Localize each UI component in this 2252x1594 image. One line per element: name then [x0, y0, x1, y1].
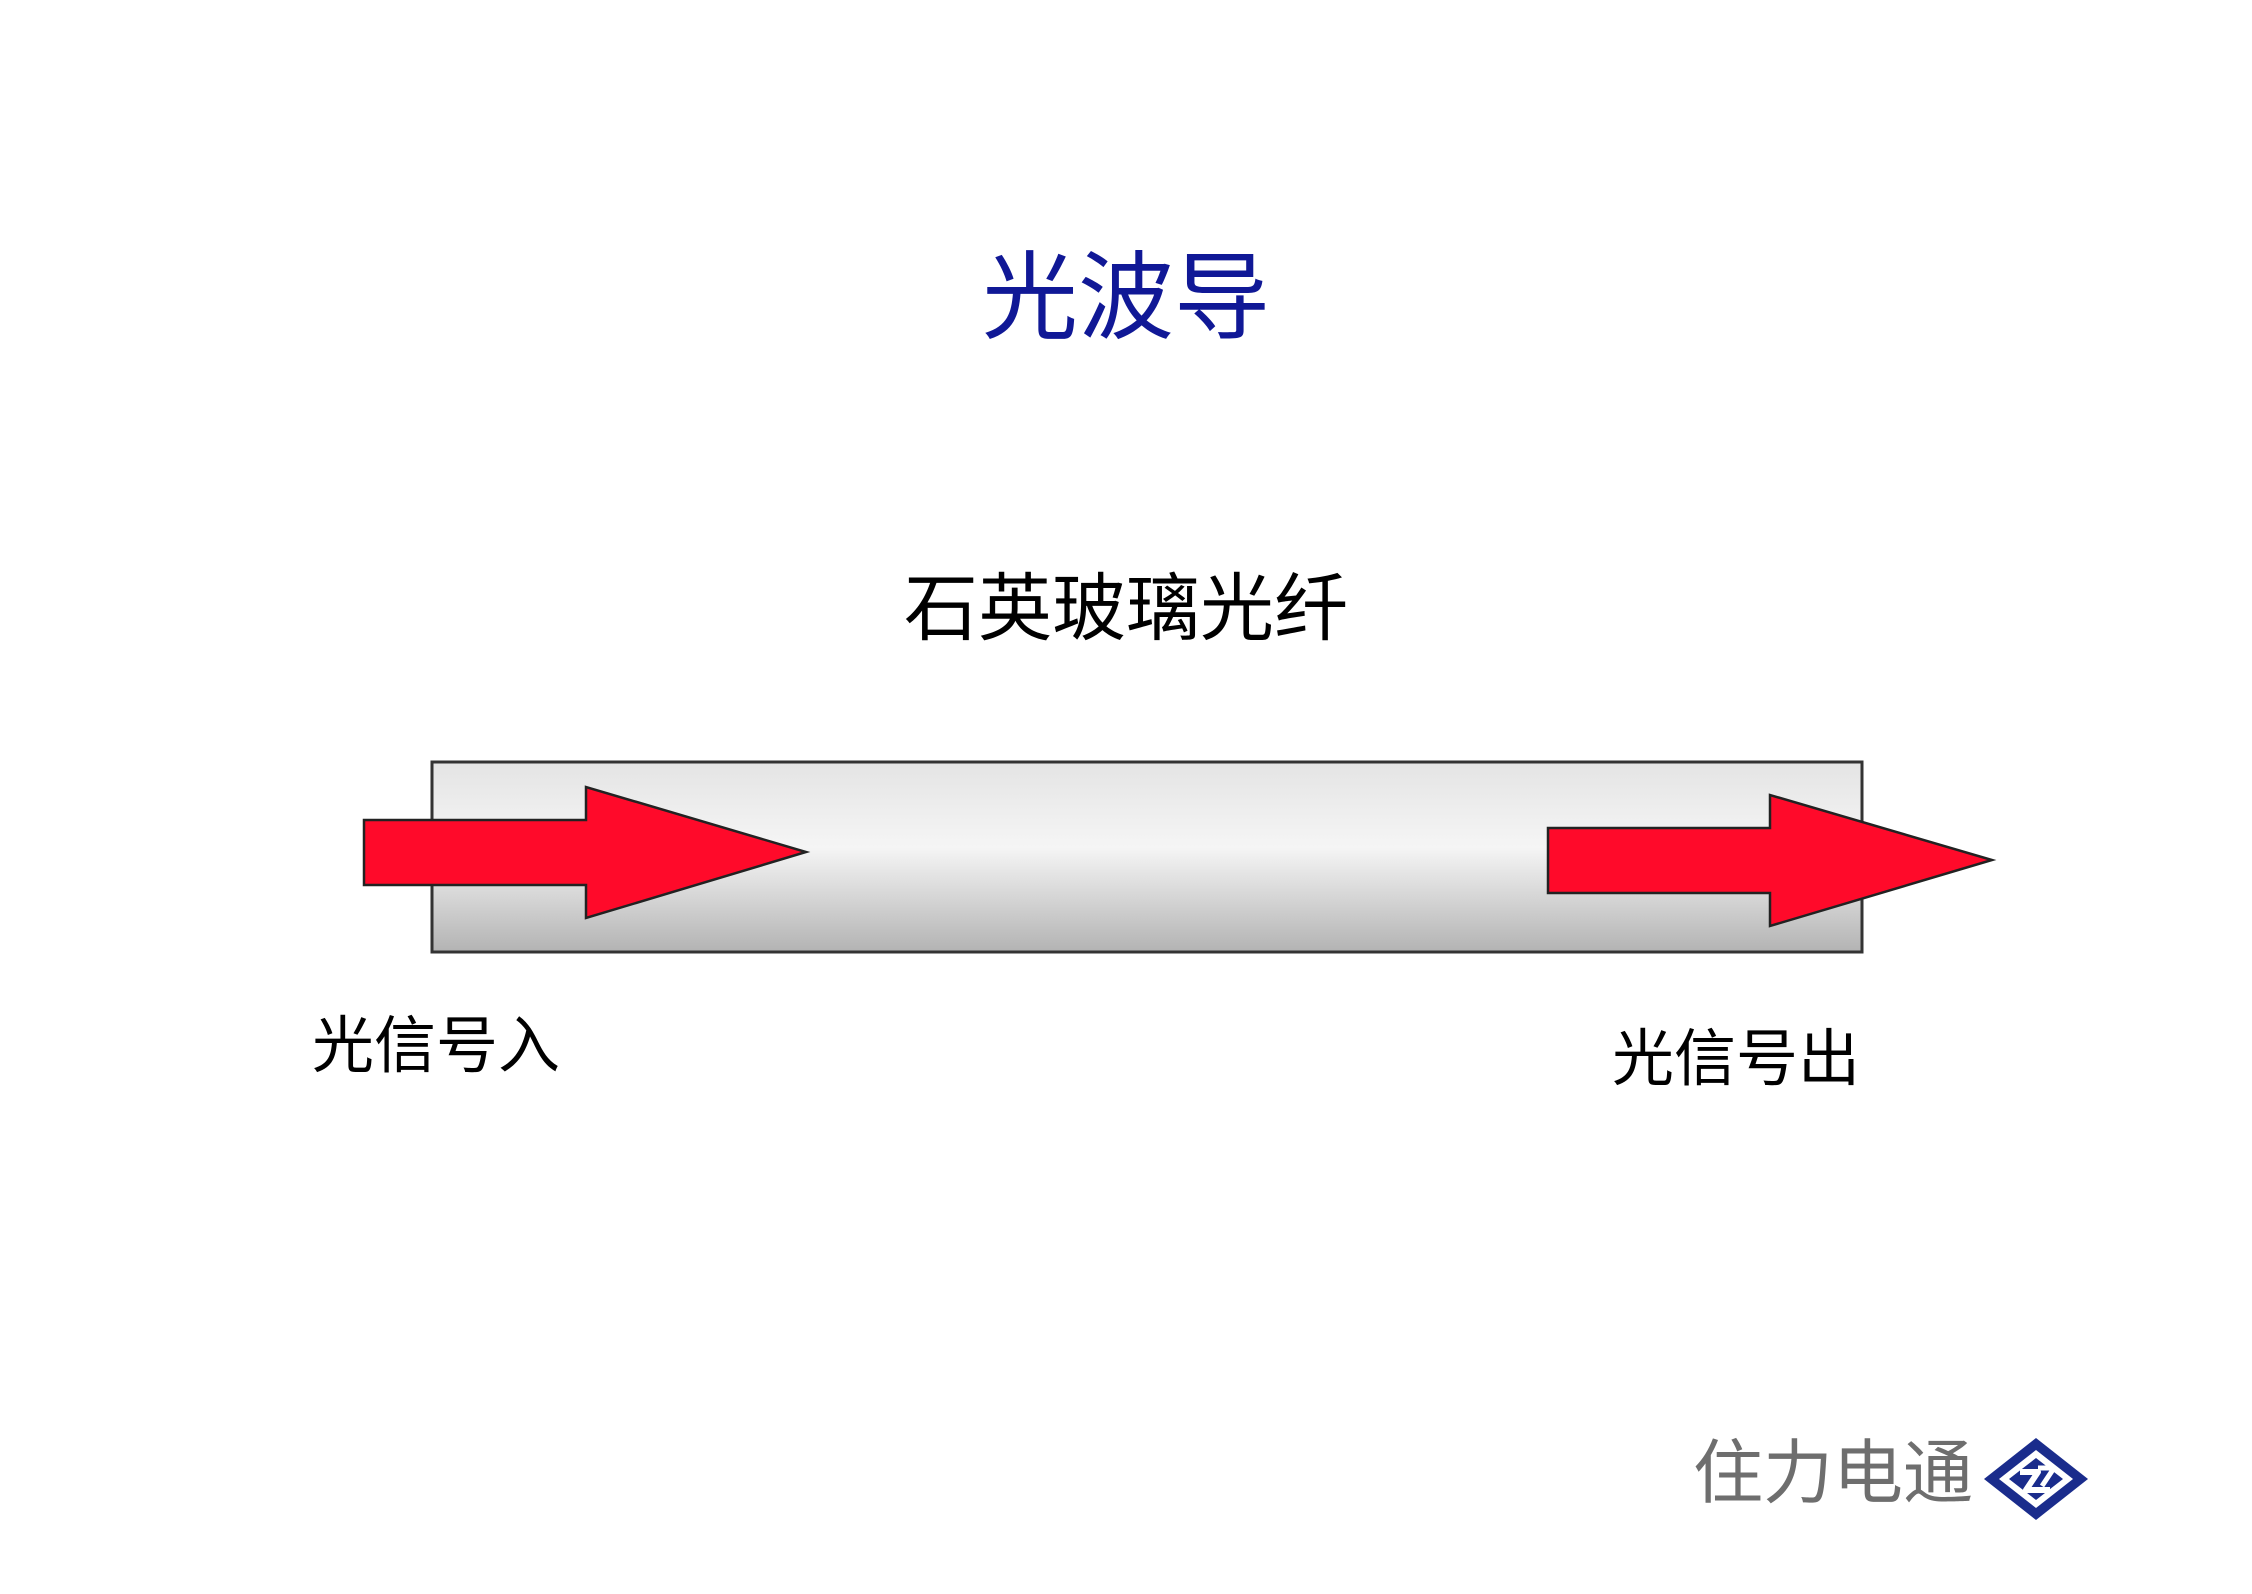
output-signal-arrow	[1546, 793, 1997, 928]
company-name: 住力电通	[1693, 1432, 1973, 1514]
input-signal-arrow	[362, 785, 811, 920]
diamond-logo-icon	[1984, 1438, 2088, 1520]
fiber-label: 石英玻璃光纤	[904, 566, 1348, 652]
input-signal-label: 光信号入	[312, 1009, 561, 1082]
output-signal-label: 光信号出	[1612, 1022, 1861, 1095]
slide-title: 光波导	[982, 242, 1270, 354]
